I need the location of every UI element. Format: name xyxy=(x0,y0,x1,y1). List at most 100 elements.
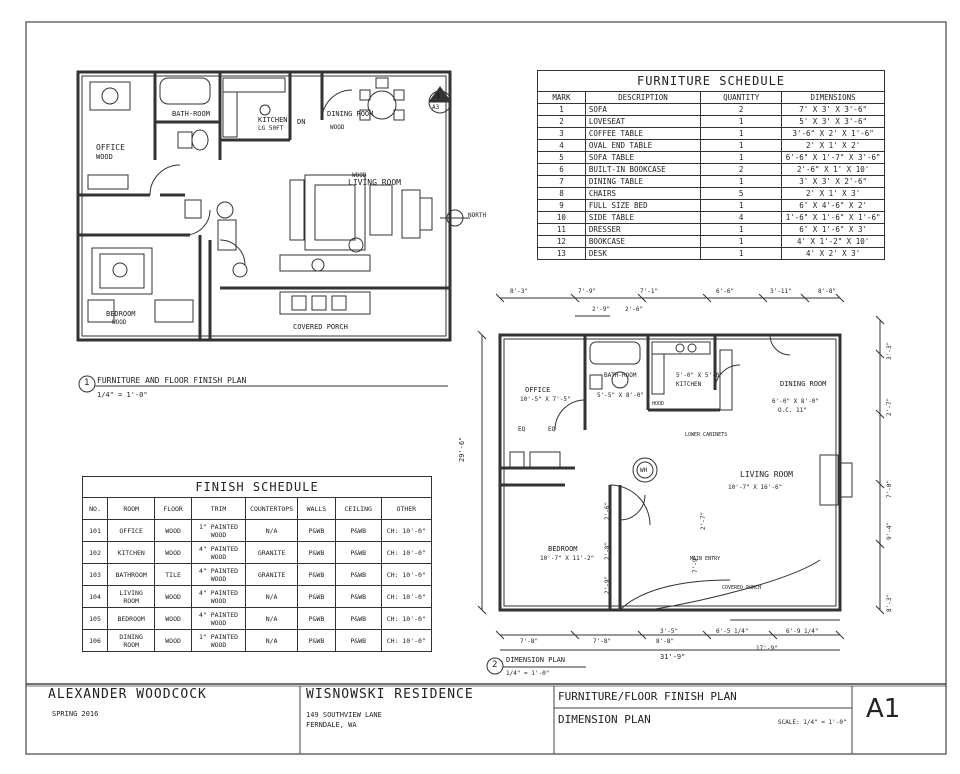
plan2-bath-dim: 5'-5" X 8'-0" xyxy=(597,392,644,399)
plan1-kitchen-label: KITCHEN xyxy=(258,116,288,124)
plan1-bedroom-label: BEDROOM xyxy=(106,310,136,318)
plan1-dn-label: DN xyxy=(297,118,306,126)
plan1-dining-label: DINING ROOM xyxy=(327,110,374,118)
plan1-living-code: WOOD xyxy=(352,172,367,179)
project-name: WISNOWSKI RESIDENCE xyxy=(306,687,474,702)
dimension-label: 7'-8" xyxy=(593,638,612,645)
plan1-dining-code: WOOD xyxy=(330,124,345,131)
plan2-hood-label: HOOD xyxy=(652,401,665,407)
furniture-floor-plan xyxy=(76,70,470,342)
dimension-label: 2'-9" xyxy=(592,306,611,313)
dimension-label: 3'-11" xyxy=(770,288,792,295)
plan1-bath-label: BATH-ROOM xyxy=(172,110,210,118)
finish-schedule-cell: P&WB xyxy=(297,541,336,564)
plan2-eq2-label: EQ xyxy=(548,426,556,433)
finish-schedule-cell: CH: 10'-0" xyxy=(380,585,433,608)
dimension-label: 8'-8" xyxy=(818,288,837,295)
finish-schedule-cell: 1" PAINTED WOOD xyxy=(190,629,247,652)
plan2-title: DIMENSION PLAN xyxy=(506,656,566,664)
plan2-bedroom-dim: 10'-7" X 11'-2" xyxy=(540,555,595,562)
finish-schedule-cell: 4" PAINTED WOOD xyxy=(190,585,247,608)
plan2-scale: 1/4" = 1'-0" xyxy=(506,670,550,677)
finish-schedule-cell: WOOD xyxy=(154,629,192,652)
plan2-living-dim: 10'-7" X 16'-6" xyxy=(728,484,783,491)
sheet-title-2: DIMENSION PLAN xyxy=(558,713,651,726)
plan2-dining-dim: 6'-0" X 8'-0" xyxy=(772,398,819,405)
section-marker-bottom: A3 xyxy=(432,104,440,111)
plan2-caption-graphic xyxy=(486,657,586,675)
plan2-office-dim: 10'-5" X 7'-5" xyxy=(520,396,571,403)
dimension-label: 7'-1" xyxy=(640,288,659,295)
furniture-schedule-title: FURNITURE SCHEDULE xyxy=(537,70,885,91)
dimension-label: 3'-5" xyxy=(660,628,679,635)
sheet-title-1: FURNITURE/FLOOR FINISH PLAN xyxy=(558,690,737,703)
dimension-label: 8'-3" xyxy=(510,288,529,295)
sheet-scale: SCALE: 1/4" = 1'-0" xyxy=(778,719,847,726)
address-line1: 149 SOUTHVIEW LANE xyxy=(306,711,382,719)
finish-schedule-title: FINISH SCHEDULE xyxy=(82,476,432,497)
finish-schedule-cell: N/A xyxy=(245,519,299,542)
plan1-kitchen-code: LG 50FT xyxy=(258,125,284,132)
dimension-label: 2'-6" xyxy=(625,306,644,313)
dimension-label: 7'-8" xyxy=(520,638,539,645)
dimension-label: 7'-9" xyxy=(578,288,597,295)
plan2-lower-cabinets-label: LOWER CABINETS xyxy=(685,432,728,438)
plan1-porch-label: COVERED PORCH xyxy=(293,323,348,331)
plan2-dining-label: DINING ROOM xyxy=(780,380,827,388)
finish-schedule-cell: N/A xyxy=(245,629,299,652)
furniture-schedule-cell: 5' X 3' X 3'-6" xyxy=(781,115,885,128)
plan2-number: 2 xyxy=(492,660,498,670)
plan2-dining-note: O.C. 11" xyxy=(778,407,807,414)
dimension-label: 6'-5 1/4" xyxy=(716,628,749,635)
dimension-label: 17'-9" xyxy=(756,645,778,652)
plan1-office-label: OFFICE xyxy=(96,143,125,152)
finish-schedule-cell: LIVING ROOM xyxy=(106,585,156,608)
plan2-kitchen-label: KITCHEN xyxy=(676,381,702,388)
author-name: ALEXANDER WOODCOCK xyxy=(48,687,207,702)
north-label: NORTH xyxy=(468,212,487,219)
plan2-main-entry-label: MAIN ENTRY xyxy=(690,556,721,562)
plan1-scale: 1/4" = 1'-0" xyxy=(97,391,148,399)
plan2-covered-porch-label: COVERED PORCH xyxy=(722,585,762,591)
plan1-office-code: WOOD xyxy=(96,153,113,161)
plan1-number: 1 xyxy=(84,378,90,388)
term-label: SPRING 2016 xyxy=(52,710,99,718)
plan2-bedroom-label: BEDROOM xyxy=(548,545,578,553)
plan1-title: FURNITURE AND FLOOR FINISH PLAN xyxy=(97,376,247,385)
finish-schedule-cell: DINING ROOM xyxy=(106,629,156,652)
plan2-kitchen-dim: 5'-0" X 5'-0" xyxy=(676,372,723,379)
plan2-bath-label: BATH-ROOM xyxy=(604,372,637,379)
finish-header-cell: OTHER xyxy=(380,497,433,520)
plan2-overall-width: 31'-9" xyxy=(660,653,686,661)
furniture-schedule-cell: 1 xyxy=(700,247,783,260)
plan1-bedroom-code: WOOD xyxy=(112,319,127,326)
plan2-wh-label: WH xyxy=(640,467,648,474)
address-line2: FERNDALE, WA xyxy=(306,721,357,729)
dimension-plan xyxy=(477,293,885,651)
plan1-living-label: LIVING ROOM xyxy=(348,178,401,187)
finish-schedule-cell: P&WB xyxy=(297,629,336,652)
dimension-label: 6'-6" xyxy=(716,288,735,295)
finish-schedule-cell: 4" PAINTED WOOD xyxy=(190,607,247,630)
plan2-eq1-label: EQ xyxy=(518,426,526,433)
plan2-living-label: LIVING ROOM xyxy=(740,470,793,479)
